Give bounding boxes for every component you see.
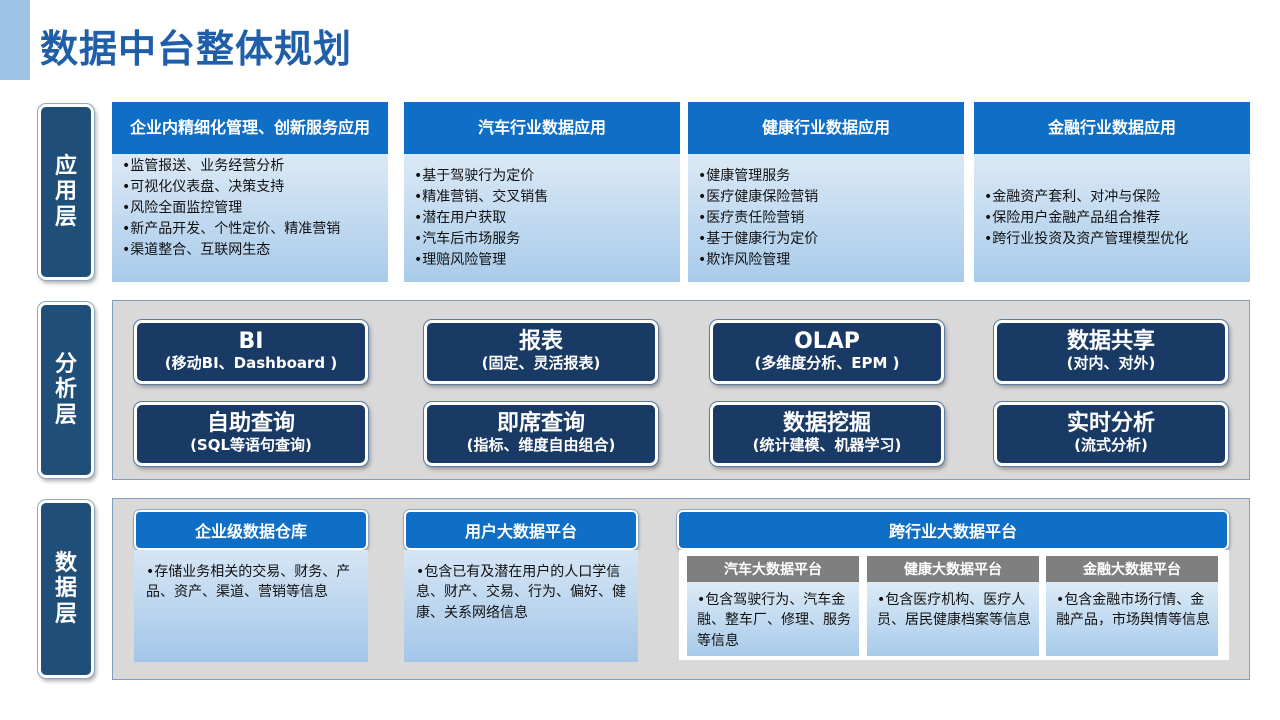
list-item: •新产品开发、个性定价、精准营销: [122, 221, 341, 237]
app-column-body: •监管报送、业务经营分析 •可视化仪表盘、决策支持 •风险全面监控管理 •新产品…: [112, 154, 388, 282]
list-item: •保险用户金融产品组合推荐: [984, 209, 1161, 226]
list-item: •基于驾驶行为定价: [414, 167, 535, 184]
list-item: •理赔风险管理: [414, 251, 507, 268]
list-item: •金融资产套利、对冲与保险: [984, 188, 1161, 205]
list-item: •潜在用户获取: [414, 209, 507, 226]
app-column-body: •基于驾驶行为定价 •精准营销、交叉销售 •潜在用户获取 •汽车后市场服务 •理…: [404, 154, 680, 282]
list-item: •欺诈风险管理: [698, 251, 791, 268]
list-item: •医疗责任险营销: [698, 209, 805, 226]
layer-label-app: 应用层: [38, 104, 94, 280]
analysis-box-olap: OLAP (多维度分析、EPM ): [710, 320, 944, 384]
layer-label-analysis: 分析层: [38, 302, 94, 478]
layer-label-data: 数据层: [38, 500, 94, 678]
app-column-body: •健康管理服务 •医疗健康保险营销 •医疗责任险营销 •基于健康行为定价 •欺诈…: [688, 154, 964, 282]
finance-platform-title: 金融大数据平台: [1046, 556, 1218, 582]
user-platform-title: 用户大数据平台: [404, 510, 638, 550]
app-column-health: 健康行业数据应用 •健康管理服务 •医疗健康保险营销 •医疗责任险营销 •基于健…: [688, 102, 964, 282]
analysis-box-data-sharing: 数据共享 (对内、对外): [994, 320, 1228, 384]
list-item: •精准营销、交叉销售: [414, 188, 549, 205]
auto-platform-title: 汽车大数据平台: [687, 556, 859, 582]
auto-platform-body: •包含驾驶行为、汽车金融、整车厂、修理、服务等信息: [687, 582, 859, 656]
list-item: •基于健康行为定价: [698, 230, 819, 247]
list-item: •风险全面监控管理: [122, 200, 243, 216]
list-item: •医疗健康保险营销: [698, 188, 819, 205]
app-column-enterprise: 企业内精细化管理、创新服务应用 •监管报送、业务经营分析 •可视化仪表盘、决策支…: [112, 102, 388, 282]
finance-platform-body: •包含金融市场行情、金融产品，市场舆情等信息: [1046, 582, 1218, 656]
warehouse-title: 企业级数据仓库: [134, 510, 368, 550]
list-item: •可视化仪表盘、决策支持: [122, 179, 285, 195]
analysis-box-adhoc-query: 即席查询 (指标、维度自由组合): [424, 402, 658, 466]
list-item: •监管报送、业务经营分析: [122, 158, 285, 174]
app-column-auto: 汽车行业数据应用 •基于驾驶行为定价 •精准营销、交叉销售 •潜在用户获取 •汽…: [404, 102, 680, 282]
list-item: •跨行业投资及资产管理模型优化: [984, 230, 1189, 247]
warehouse-body: •存储业务相关的交易、财务、产品、资产、渠道、营销等信息: [134, 550, 368, 662]
user-platform-body: •包含已有及潜在用户的人口学信息、财产、交易、行为、偏好、健康、关系网络信息: [404, 550, 638, 662]
analysis-box-report: 报表 (固定、灵活报表): [424, 320, 658, 384]
app-column-title: 健康行业数据应用: [688, 102, 964, 154]
analysis-box-realtime: 实时分析 (流式分析): [994, 402, 1228, 466]
analysis-box-self-query: 自助查询 (SQL等语句查询): [134, 402, 368, 466]
page-title: 数据中台整体规划: [40, 27, 353, 71]
health-platform-body: •包含医疗机构、医疗人员、居民健康档案等信息: [867, 582, 1039, 656]
list-item: •汽车后市场服务: [414, 230, 521, 247]
app-column-title: 金融行业数据应用: [974, 102, 1250, 154]
app-column-title: 汽车行业数据应用: [404, 102, 680, 154]
app-column-finance: 金融行业数据应用 •金融资产套利、对冲与保险 •保险用户金融产品组合推荐 •跨行…: [974, 102, 1250, 282]
app-column-body: •金融资产套利、对冲与保险 •保险用户金融产品组合推荐 •跨行业投资及资产管理模…: [974, 154, 1250, 282]
title-accent-bar: [0, 0, 30, 80]
cross-platform-title: 跨行业大数据平台: [677, 510, 1229, 550]
app-column-title: 企业内精细化管理、创新服务应用: [112, 102, 388, 154]
list-item: •渠道整合、互联网生态: [122, 242, 271, 258]
analysis-box-bi: BI (移动BI、Dashboard ): [134, 320, 368, 384]
health-platform-title: 健康大数据平台: [867, 556, 1039, 582]
analysis-box-data-mining: 数据挖掘 (统计建模、机器学习): [710, 402, 944, 466]
list-item: •健康管理服务: [698, 167, 791, 184]
